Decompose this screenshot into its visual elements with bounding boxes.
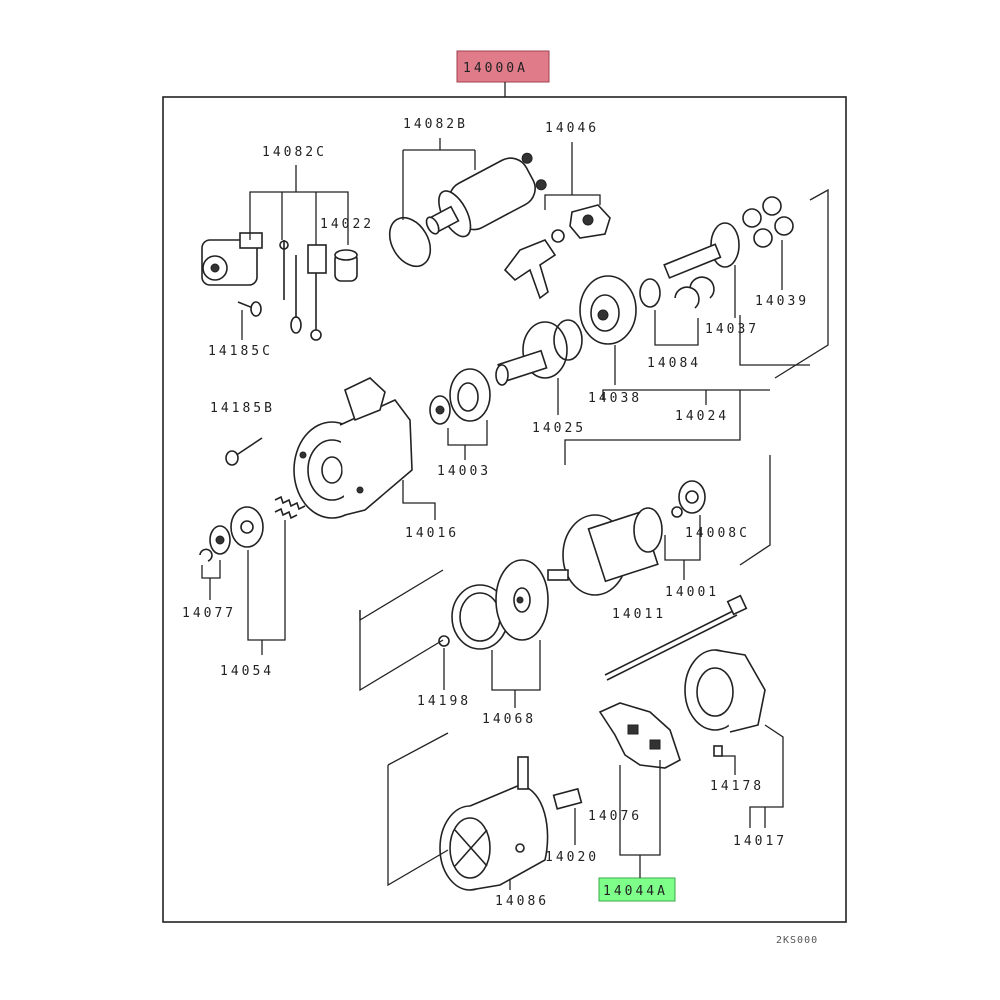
label-14011: 14011 <box>612 607 666 622</box>
part-14003-bearing-set[interactable] <box>429 368 491 425</box>
active-label-text: 14044A <box>603 884 668 899</box>
label-14038: 14038 <box>588 391 642 406</box>
label-14178: 14178 <box>710 779 764 794</box>
part-14017-rear-cover[interactable] <box>684 649 766 733</box>
label-14082C: 14082C <box>262 145 327 160</box>
part-14025-pinion-shaft[interactable] <box>495 319 583 386</box>
part-14185B-bolt[interactable] <box>225 437 263 466</box>
label-14198: 14198 <box>417 694 471 709</box>
part-14076-brush-holder[interactable] <box>598 702 681 769</box>
label-14037: 14037 <box>705 322 759 337</box>
label-14016: 14016 <box>405 526 459 541</box>
part-14185C-bolt[interactable] <box>237 301 262 317</box>
part-14039-planet-gears[interactable] <box>742 196 794 248</box>
label-14046: 14046 <box>545 121 599 136</box>
part-14001-armature[interactable] <box>547 480 706 596</box>
label-14017: 14017 <box>733 834 787 849</box>
diagram-frame <box>162 96 847 923</box>
label-14008C: 14008C <box>685 526 750 541</box>
part-14054-pinion-set[interactable] <box>199 495 306 562</box>
part-14084-clip-washer[interactable] <box>639 276 715 309</box>
part-14046-lever-set[interactable] <box>503 204 611 300</box>
label-14039: 14039 <box>755 294 809 309</box>
label-14022: 14022 <box>320 217 374 232</box>
part-14038-bearing-plate[interactable] <box>579 275 637 345</box>
part-14020-brush[interactable] <box>552 787 583 810</box>
part-14022-cap[interactable] <box>334 249 358 282</box>
label-14185B: 14185B <box>210 401 275 416</box>
label-14020: 14020 <box>545 850 599 865</box>
label-14076: 14076 <box>588 809 642 824</box>
label-14068: 14068 <box>482 712 536 727</box>
label-14054: 14054 <box>220 664 274 679</box>
part-14082B-solenoid[interactable] <box>381 147 550 273</box>
part-14068-yoke-seal[interactable] <box>451 559 549 650</box>
footer-code: 2KS000 <box>776 935 818 946</box>
label-14077: 14077 <box>182 606 236 621</box>
label-14185C: 14185C <box>208 344 273 359</box>
assembly-label-highlight <box>456 50 550 83</box>
part-14016-gear-housing[interactable] <box>293 377 413 519</box>
part-14037-shaft[interactable] <box>663 222 740 279</box>
label-14024: 14024 <box>675 409 729 424</box>
assembly-label-14044A[interactable]: 14044A <box>598 877 676 902</box>
label-14082B: 14082B <box>403 117 468 132</box>
active-label-highlight <box>598 877 676 902</box>
label-14025: 14025 <box>532 421 586 436</box>
part-14198-plug[interactable] <box>438 635 450 647</box>
label-14001: 14001 <box>665 585 719 600</box>
label-14084: 14084 <box>647 356 701 371</box>
part-14086-yoke[interactable] <box>439 756 549 891</box>
part-14082C-terminal-set[interactable] <box>201 232 327 341</box>
label-14003: 14003 <box>437 464 491 479</box>
label-14086: 14086 <box>495 894 549 909</box>
part-14011-through-bolt[interactable] <box>604 594 748 681</box>
assembly-label-14000A[interactable]: 14000A <box>456 50 550 83</box>
assembly-label-text: 14000A <box>463 61 528 76</box>
part-14178-screw[interactable] <box>713 745 723 757</box>
